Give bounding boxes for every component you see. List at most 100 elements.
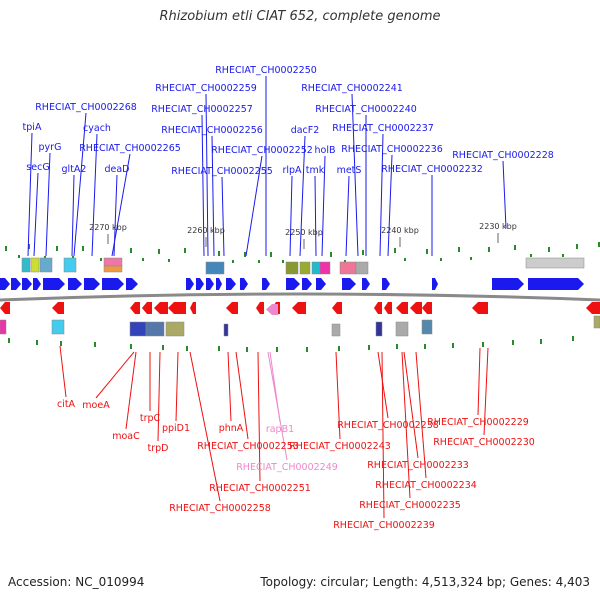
forward-gene-arrow [0,278,10,290]
feature-box [525,257,585,269]
tick-mark [36,340,38,345]
leader-line [73,112,87,257]
leader-line [211,135,215,257]
leader-line [235,351,249,440]
leader-line [289,175,293,257]
reverse-gene-arrow [410,302,422,314]
leader-line [125,351,137,430]
gene-label: RHECIAT_CH0002257 [151,104,253,115]
reverse-gene-arrow [396,302,408,314]
feature-box [39,257,53,273]
feature-box [21,257,31,273]
reverse-gene-arrow [168,302,186,314]
gene-label: RHECIAT_CH0002236 [341,144,443,155]
leader-line [351,93,359,257]
forward-gene-arrow [206,278,214,290]
tick-mark [56,246,58,251]
leader-line [113,174,118,257]
leader-line [27,132,33,257]
leader-line [381,351,385,519]
gene-label: RHECIAT_CH0002268 [35,102,137,113]
reverse-gene-arrow [292,302,306,314]
tick-mark [18,255,20,258]
reverse-gene-arrow [154,302,168,314]
scale-label: 2240 kbp [381,226,419,235]
forward-gene-arrow [84,278,100,290]
feature-box [145,321,165,337]
gene-label: phnA [219,423,244,434]
tick-mark [488,247,490,252]
tick-mark [130,248,132,253]
gene-label: RHECIAT_CH0002256 [161,125,263,136]
gene-label: ppiD1 [162,423,190,434]
leader-line [377,351,389,419]
gene-label: dacF2 [291,125,320,136]
tick-mark [470,257,472,260]
gene-label: cyach [83,123,111,134]
tick-mark [540,339,542,344]
leader-line [95,351,135,399]
gene-label: RHECIAT_CH0002232 [381,164,483,175]
tick-mark [344,260,346,263]
forward-gene-arrow [362,278,370,290]
tick-mark [424,344,426,349]
gene-label: RHECIAT_CH0002241 [301,83,403,94]
gene-label: citA [57,399,76,410]
tick-mark [60,341,62,346]
gene-label: RHECIAT_CH0002237 [332,123,434,134]
feature-box [103,257,123,267]
tick-mark [368,345,370,350]
tick-mark [168,259,170,262]
genome-summary-text: Topology: circular; Length: 4,513,324 bp… [260,575,590,589]
gene-label: trpC [140,413,161,424]
tick-mark [282,260,284,263]
tick-mark [244,252,246,257]
tick-mark [100,258,102,261]
tick-mark [530,254,532,257]
leader-line [257,351,261,482]
gene-label: RHECIAT_CH0002229 [427,417,529,428]
feature-box [205,261,225,275]
tick-mark [306,347,308,352]
leader-line [335,351,341,440]
tick-mark [28,244,30,249]
forward-gene-arrow [186,278,194,290]
tick-mark [130,344,132,349]
feature-box [331,323,341,337]
tick-mark [440,258,442,261]
tick-mark [218,346,220,351]
feature-box [129,321,147,337]
tick-mark [258,260,260,263]
leader-line [502,160,507,229]
tick-mark [8,338,10,343]
tick-mark [572,336,574,341]
forward-gene-arrow [286,278,300,290]
tick-mark [44,256,46,259]
leader-line [45,152,51,257]
feature-box [223,323,229,337]
tick-mark [276,347,278,352]
reverse-gene-arrow [332,302,342,314]
forward-gene-arrow [316,278,326,290]
gene-label: moaC [112,431,140,442]
forward-gene-arrow [342,278,356,290]
gene-label: RHECIAT_CH0002243 [289,441,391,452]
tick-mark [598,242,600,247]
gene-label: moeA [82,400,110,411]
forward-gene-arrow [382,278,390,290]
tick-mark [396,344,398,349]
genome-backbone [0,292,600,302]
leader-line [321,155,326,257]
gene-label: RHECIAT_CH0002238 [337,420,439,431]
feature-box [51,319,65,335]
gene-label: RHECIAT_CH0002239 [333,520,435,531]
reverse-gene-arrow [586,302,600,314]
leader-line [379,133,384,257]
forward-gene-arrow [22,278,32,290]
gene-label: tpiA [23,122,42,133]
tick-mark [186,346,188,351]
gene-label: gltA2 [62,164,87,175]
leader-line [221,176,225,257]
reverse-gene-arrow [130,302,140,314]
label-leaders [27,76,507,519]
